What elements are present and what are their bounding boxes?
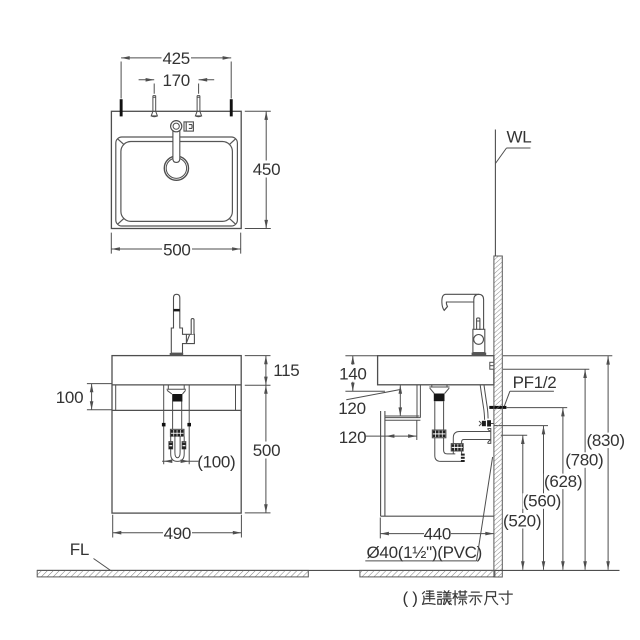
svg-text:440: 440	[424, 525, 451, 544]
svg-text:120: 120	[339, 428, 366, 447]
svg-text:PF1/2: PF1/2	[513, 373, 557, 392]
svg-text:500: 500	[253, 441, 280, 460]
svg-text:(830): (830)	[587, 431, 625, 450]
svg-text:500: 500	[163, 240, 190, 259]
svg-text:( ): ( )	[403, 589, 418, 608]
svg-text:170: 170	[162, 71, 189, 90]
svg-text:140: 140	[339, 365, 366, 384]
svg-text:120: 120	[338, 399, 365, 418]
svg-text:(560): (560)	[523, 492, 561, 511]
svg-text:450: 450	[253, 160, 280, 179]
svg-text:425: 425	[162, 49, 189, 68]
svg-text:100: 100	[56, 388, 83, 407]
svg-text:(520): (520)	[503, 511, 541, 530]
svg-text:FL: FL	[70, 540, 89, 559]
svg-text:115: 115	[273, 361, 299, 380]
svg-text:(628): (628)	[544, 472, 582, 491]
svg-text:(780): (780)	[565, 451, 603, 470]
svg-text:(100): (100)	[197, 453, 235, 472]
svg-text:490: 490	[164, 524, 191, 543]
svg-text:Ø40(1½")(PVC): Ø40(1½")(PVC)	[367, 543, 483, 562]
svg-text:WL: WL	[507, 128, 532, 147]
